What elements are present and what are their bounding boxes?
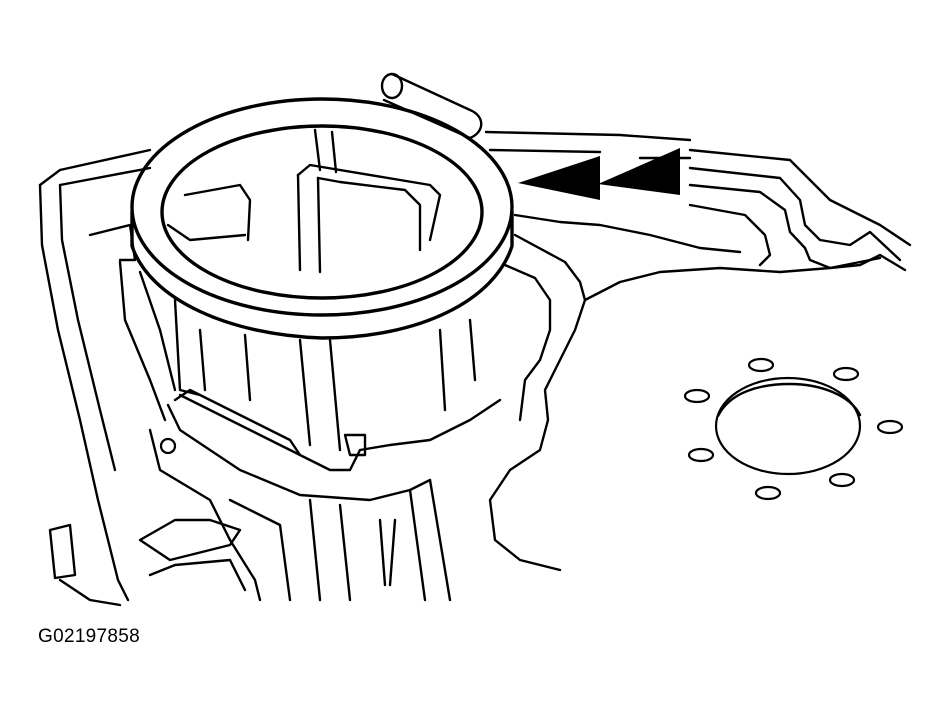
transmission-case-illustration	[38, 72, 912, 607]
sealing-ring	[130, 97, 514, 340]
drum-bars	[166, 128, 442, 274]
case-housing	[38, 130, 912, 602]
double-arrow-left-icon	[518, 148, 680, 200]
inner-bore	[48, 223, 502, 607]
figure-id-label: G02197858	[38, 626, 141, 647]
dowel-pin	[380, 72, 483, 140]
bolt-hole-pattern	[683, 357, 904, 501]
